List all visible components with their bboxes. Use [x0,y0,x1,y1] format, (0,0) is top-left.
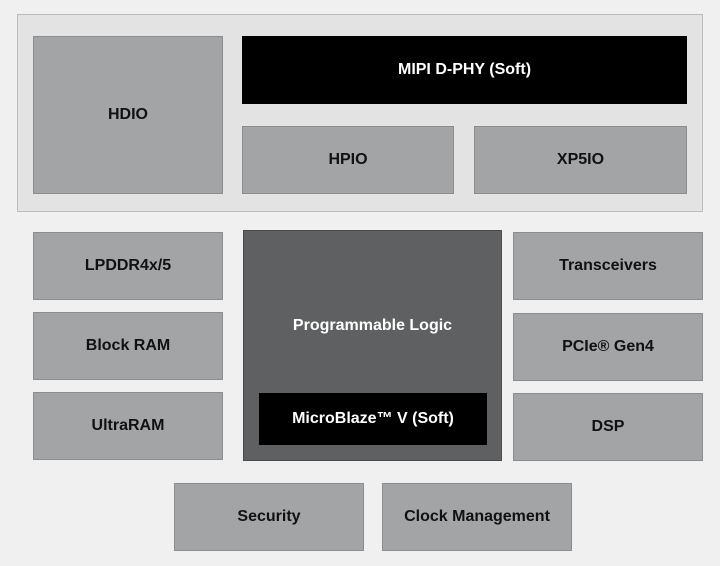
ultraram-block: UltraRAM [33,392,223,460]
block-ram-label: Block RAM [85,337,171,354]
hdio-label: HDIO [108,106,148,123]
clock-management-block: Clock Management [382,483,572,551]
transceivers-block: Transceivers [513,232,703,300]
hpio-block: HPIO [242,126,454,194]
hdio-block: HDIO [33,36,223,194]
lpddr-label: LPDDR4x/5 [84,257,172,274]
microblaze-label: MicroBlaze™ V (Soft) [292,410,454,427]
mipi-dphy-label: MIPI D-PHY (Soft) [397,61,532,78]
hpio-label: HPIO [328,151,368,168]
pcie-block: PCIe® Gen4 [513,313,703,381]
transceivers-label: Transceivers [559,257,657,274]
programmable-logic-label: Programmable Logic [292,317,453,334]
block-ram-block: Block RAM [33,312,223,380]
xp5io-label: XP5IO [556,151,605,168]
security-label: Security [237,508,301,525]
lpddr-block: LPDDR4x/5 [33,232,223,300]
clock-management-label: Clock Management [404,508,550,525]
security-block: Security [174,483,364,551]
microblaze-block: MicroBlaze™ V (Soft) [259,393,487,445]
dsp-label: DSP [591,418,625,435]
dsp-block: DSP [513,393,703,461]
mipi-dphy-block: MIPI D-PHY (Soft) [242,36,687,104]
ultraram-label: UltraRAM [91,417,165,434]
xp5io-block: XP5IO [474,126,687,194]
pcie-label: PCIe® Gen4 [562,338,654,355]
